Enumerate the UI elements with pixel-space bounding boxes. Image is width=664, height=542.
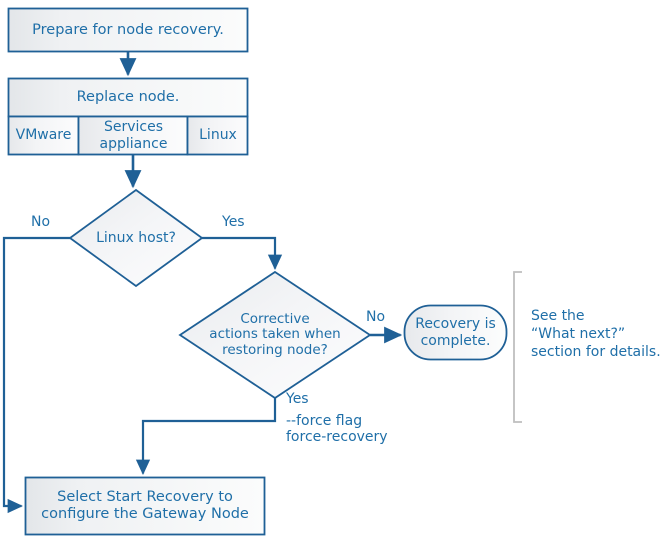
node-replace-option-vmware-shape bbox=[7, 115, 80, 156]
edge-label-force-flag: --force flag force-recovery bbox=[286, 413, 388, 446]
annotation-bracket bbox=[513, 271, 522, 423]
node-corrective-actions-shape bbox=[178, 270, 372, 400]
edge-label-corrective-yes: Yes bbox=[286, 391, 309, 407]
edge-linux-host-no bbox=[2, 236, 70, 514]
node-prepare-shape bbox=[7, 7, 249, 53]
node-replace-option-services-shape bbox=[77, 115, 189, 156]
edge-linux-host-yes bbox=[202, 236, 283, 270]
edge-label-corrective-no: No bbox=[366, 309, 386, 325]
node-start-recovery-shape bbox=[24, 476, 266, 536]
annotation-what-next-text: See the “What next?” section for details… bbox=[531, 308, 661, 361]
edge-corrective-yes bbox=[135, 398, 277, 475]
node-replace-shape bbox=[7, 77, 249, 118]
node-replace-option-linux-shape bbox=[186, 115, 249, 156]
node-linux-host-shape bbox=[68, 188, 204, 288]
edge-label-linux-host-no: No bbox=[31, 214, 51, 230]
edge-label-linux-host-yes: Yes bbox=[222, 214, 245, 230]
node-recovery-complete-shape bbox=[403, 304, 508, 361]
